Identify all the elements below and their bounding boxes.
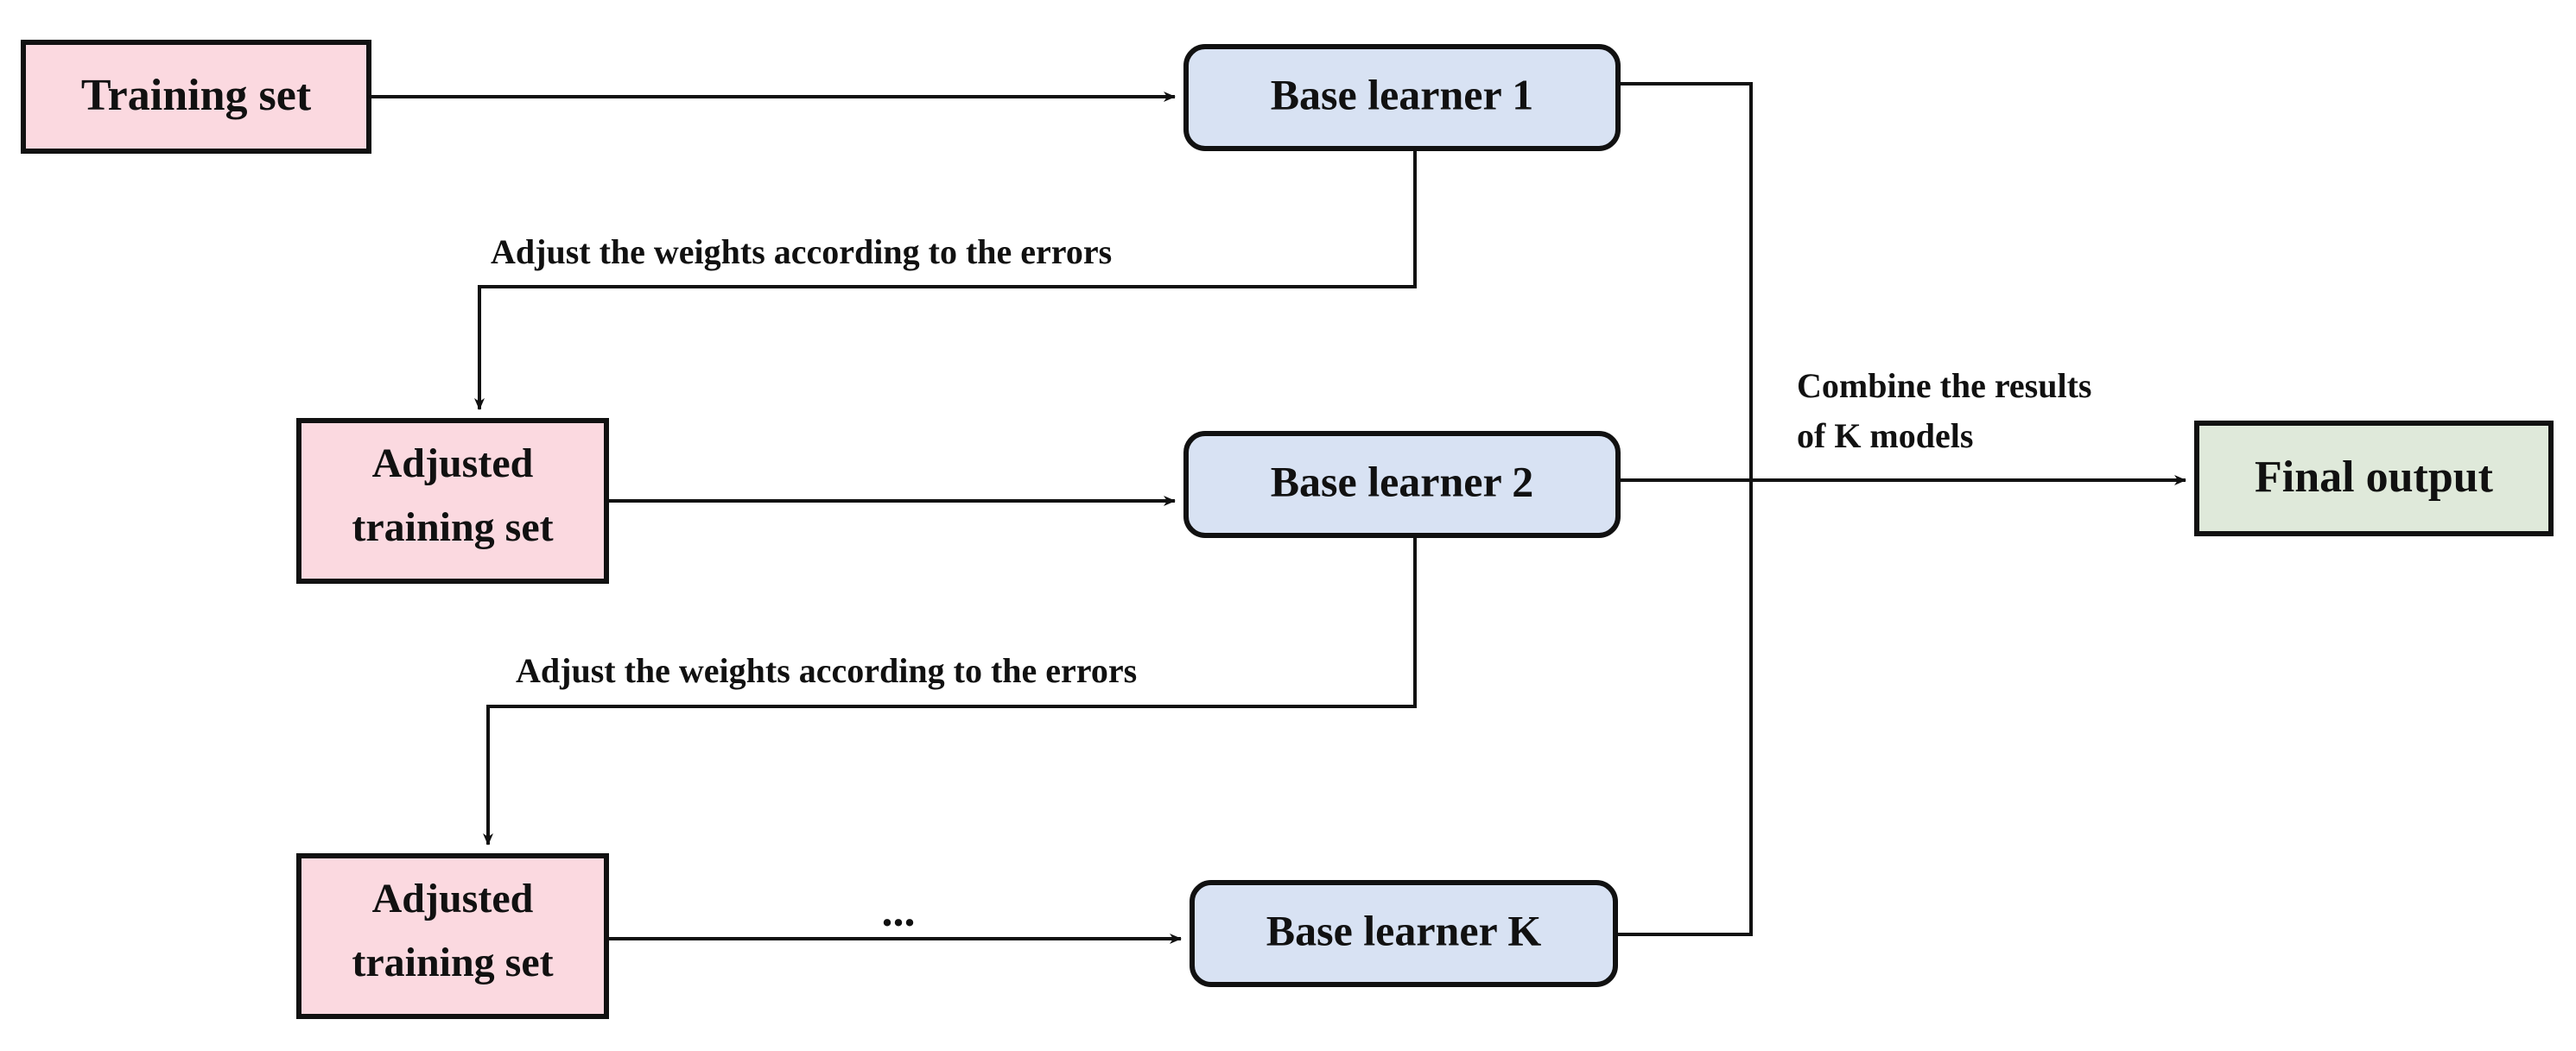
adjusted-training-set-1-box[interactable] [296,418,609,584]
node-adjusted-training-set-2[interactable]: Adjusted training set [296,853,609,1019]
edge-learner1-to-bus [1618,82,1753,480]
edge-learner2-feedback [483,535,1417,845]
node-base-learner-1[interactable]: Base learner 1 [1183,44,1621,151]
edge-learnerk-to-bus [1615,480,1753,936]
node-training-set[interactable]: Training set [21,40,371,154]
adjusted-training-set-1-label-line1: Adjusted [372,440,534,486]
node-base-learner-k[interactable]: Base learner K [1190,880,1618,987]
node-base-learner-2[interactable]: Base learner 2 [1183,431,1621,538]
final-output-box[interactable] [2194,421,2554,536]
base-learner-k-label: Base learner K [1266,906,1542,954]
base-learner-2-box[interactable] [1183,431,1621,538]
base-learner-k-box[interactable] [1190,880,1618,987]
training-set-box[interactable] [21,40,371,154]
adjusted-training-set-2-label-line2: training set [352,940,553,985]
edge-learner1-feedback [474,149,1417,410]
adjusted-training-set-2-label-line1: Adjusted [372,876,534,921]
training-set-label: Training set [81,71,312,120]
base-learner-1-label: Base learner 1 [1271,70,1534,118]
continuation-ellipsis-label: ... [882,887,916,936]
adjusted-training-set-2-box[interactable] [296,853,609,1019]
edge-label-combine-results-line2: of K models [1797,416,1973,455]
base-learner-1-box[interactable] [1183,44,1621,151]
edge-label-combine-results-line1: Combine the results [1797,366,2091,405]
node-final-output[interactable]: Final output [2194,421,2554,536]
edge-label-adjust-weights-2: Adjust the weights according to the erro… [516,651,1137,690]
adjusted-training-set-1-label-line2: training set [352,504,553,550]
node-adjusted-training-set-1[interactable]: Adjusted training set [296,418,609,584]
base-learner-2-label: Base learner 2 [1271,457,1534,505]
edge-label-adjust-weights-1: Adjust the weights according to the erro… [491,232,1112,271]
final-output-label: Final output [2255,453,2494,502]
